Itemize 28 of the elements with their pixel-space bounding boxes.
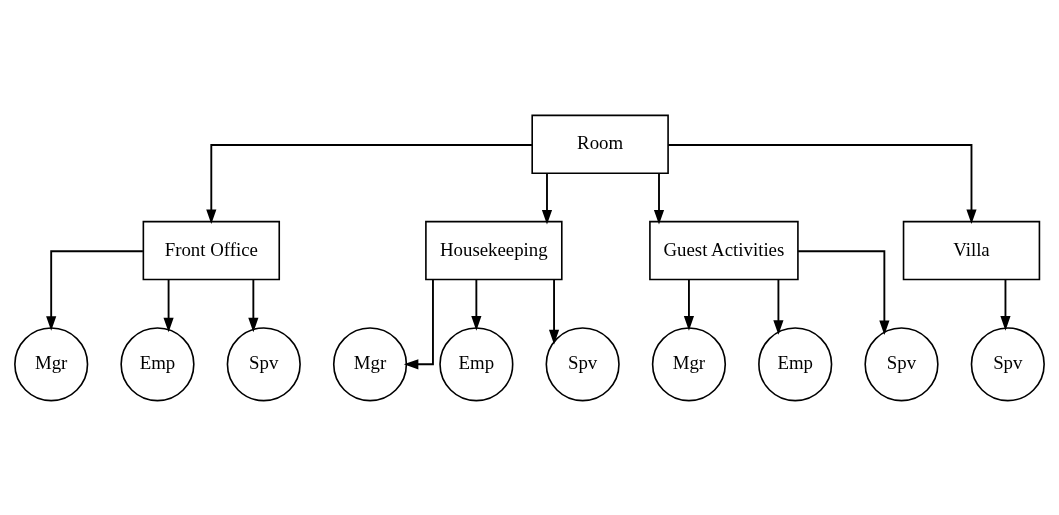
node-box: Housekeeping xyxy=(425,220,563,280)
arrow xyxy=(773,278,784,335)
node-circle: Mgr xyxy=(651,326,727,401)
arrow xyxy=(667,143,977,224)
arrow xyxy=(797,249,890,335)
arrow xyxy=(206,143,533,224)
node-circle: Spv xyxy=(970,326,1045,401)
node-box: Villa xyxy=(902,220,1041,280)
arrow xyxy=(471,278,482,331)
node-circle: Emp xyxy=(758,326,833,401)
node-circle: Mgr xyxy=(14,326,89,401)
arrow xyxy=(248,278,259,332)
node-circle: Emp xyxy=(120,326,195,401)
arrow xyxy=(683,278,695,331)
arrow xyxy=(1000,278,1011,331)
node-box: Front Office xyxy=(142,220,281,280)
node-circle: Mgr xyxy=(332,326,408,401)
arrow xyxy=(548,278,560,344)
arrow xyxy=(541,171,553,224)
arrow xyxy=(403,278,434,369)
arrow xyxy=(46,249,144,331)
arrow xyxy=(163,278,174,332)
arrow xyxy=(653,171,665,224)
node-circle: Spv xyxy=(226,326,301,401)
node-circle: Spv xyxy=(864,326,939,401)
node-box: Guest Activities xyxy=(649,220,799,280)
node-circle: Emp xyxy=(439,326,514,401)
node-box: Room xyxy=(531,114,669,174)
